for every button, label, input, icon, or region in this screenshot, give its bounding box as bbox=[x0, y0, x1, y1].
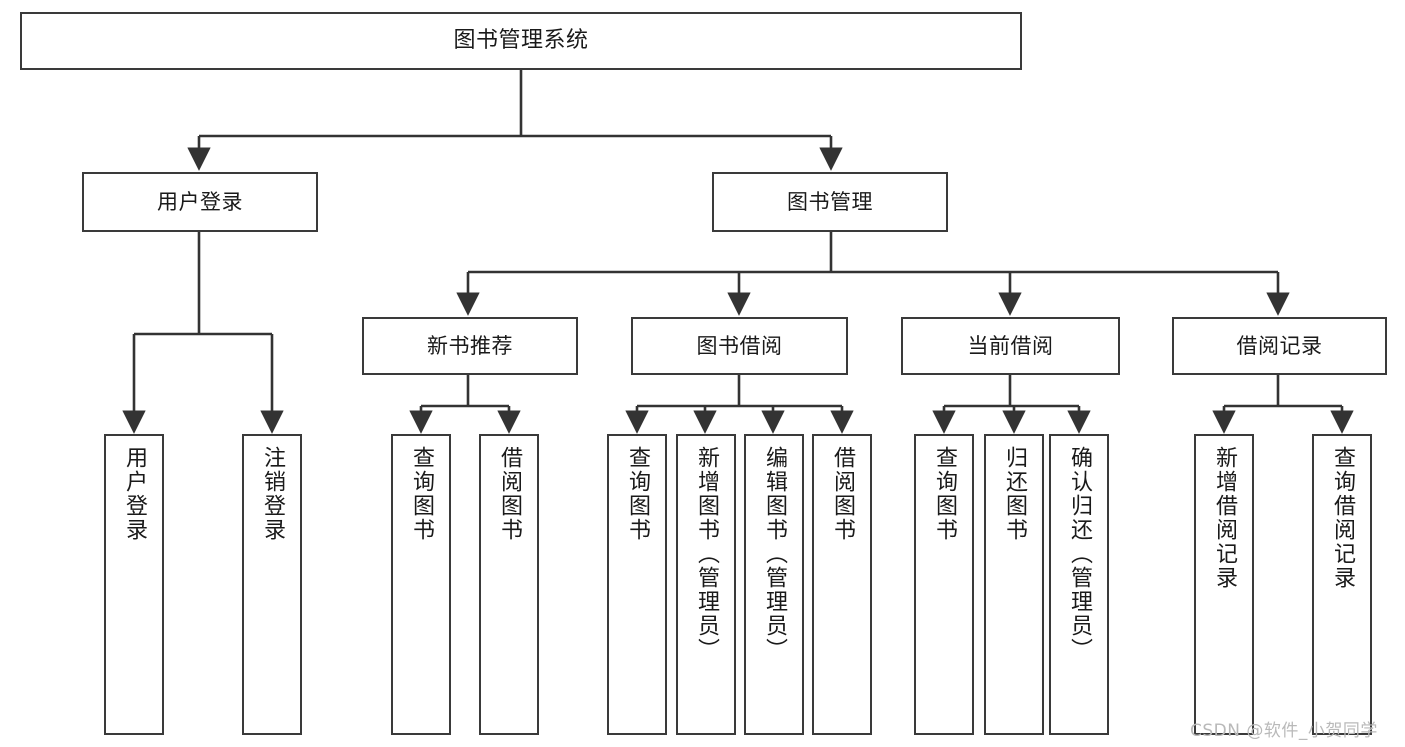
node-label: 用户登录 bbox=[122, 446, 147, 542]
node-book-borrow[interactable]: 图书借阅 bbox=[631, 317, 848, 375]
node-label: 图书管理 bbox=[787, 189, 873, 214]
leaf-current-borrow-return-book[interactable]: 归还图书 bbox=[984, 434, 1044, 735]
node-label: 查询图书 bbox=[932, 446, 957, 542]
csdn-watermark: CSDN @软件_小贺同学 bbox=[1190, 716, 1378, 741]
node-book-management[interactable]: 图书管理 bbox=[712, 172, 948, 232]
node-label: 图书借阅 bbox=[696, 333, 783, 358]
node-label: 注销登录 bbox=[260, 446, 285, 542]
leaf-book-borrow-query-book[interactable]: 查询图书 bbox=[607, 434, 667, 735]
leaf-book-borrow-borrow-book[interactable]: 借阅图书 bbox=[812, 434, 872, 735]
node-borrow-record[interactable]: 借阅记录 bbox=[1172, 317, 1387, 375]
node-label: 当前借阅 bbox=[967, 333, 1054, 358]
watermark-text: CSDN @软件_小贺同学 bbox=[1190, 721, 1378, 741]
node-label: 新书推荐 bbox=[427, 333, 513, 358]
node-label: 图书管理系统 bbox=[453, 28, 589, 54]
node-label: 新增借阅记录 bbox=[1212, 446, 1237, 590]
node-label: 编辑图书（管理员） bbox=[762, 446, 787, 662]
node-label: 查询图书 bbox=[409, 446, 434, 542]
leaf-new-book-query-book[interactable]: 查询图书 bbox=[391, 434, 451, 735]
node-label: 借阅图书 bbox=[497, 446, 522, 542]
node-label: 用户登录 bbox=[157, 189, 243, 214]
leaf-borrow-record-add-record[interactable]: 新增借阅记录 bbox=[1194, 434, 1254, 735]
node-new-book-recommend[interactable]: 新书推荐 bbox=[362, 317, 578, 375]
node-label: 归还图书 bbox=[1002, 446, 1027, 542]
leaf-current-borrow-query-book[interactable]: 查询图书 bbox=[914, 434, 974, 735]
leaf-book-borrow-edit-book-admin[interactable]: 编辑图书（管理员） bbox=[744, 434, 804, 735]
leaf-current-borrow-confirm-return-admin[interactable]: 确认归还（管理员） bbox=[1049, 434, 1109, 735]
node-label: 借阅图书 bbox=[830, 446, 855, 542]
leaf-book-borrow-add-book-admin[interactable]: 新增图书（管理员） bbox=[676, 434, 736, 735]
node-label: 确认归还（管理员） bbox=[1067, 446, 1092, 662]
node-user-login[interactable]: 用户登录 bbox=[82, 172, 318, 232]
node-current-borrow[interactable]: 当前借阅 bbox=[901, 317, 1120, 375]
leaf-user-login-login[interactable]: 用户登录 bbox=[104, 434, 164, 735]
leaf-new-book-borrow-book[interactable]: 借阅图书 bbox=[479, 434, 539, 735]
node-label: 新增图书（管理员） bbox=[694, 446, 719, 662]
node-label: 查询图书 bbox=[625, 446, 650, 542]
leaf-user-login-logout[interactable]: 注销登录 bbox=[242, 434, 302, 735]
node-label: 借阅记录 bbox=[1236, 333, 1323, 358]
node-label: 查询借阅记录 bbox=[1330, 446, 1355, 590]
node-root-book-management-system[interactable]: 图书管理系统 bbox=[20, 12, 1022, 70]
leaf-borrow-record-query-record[interactable]: 查询借阅记录 bbox=[1312, 434, 1372, 735]
